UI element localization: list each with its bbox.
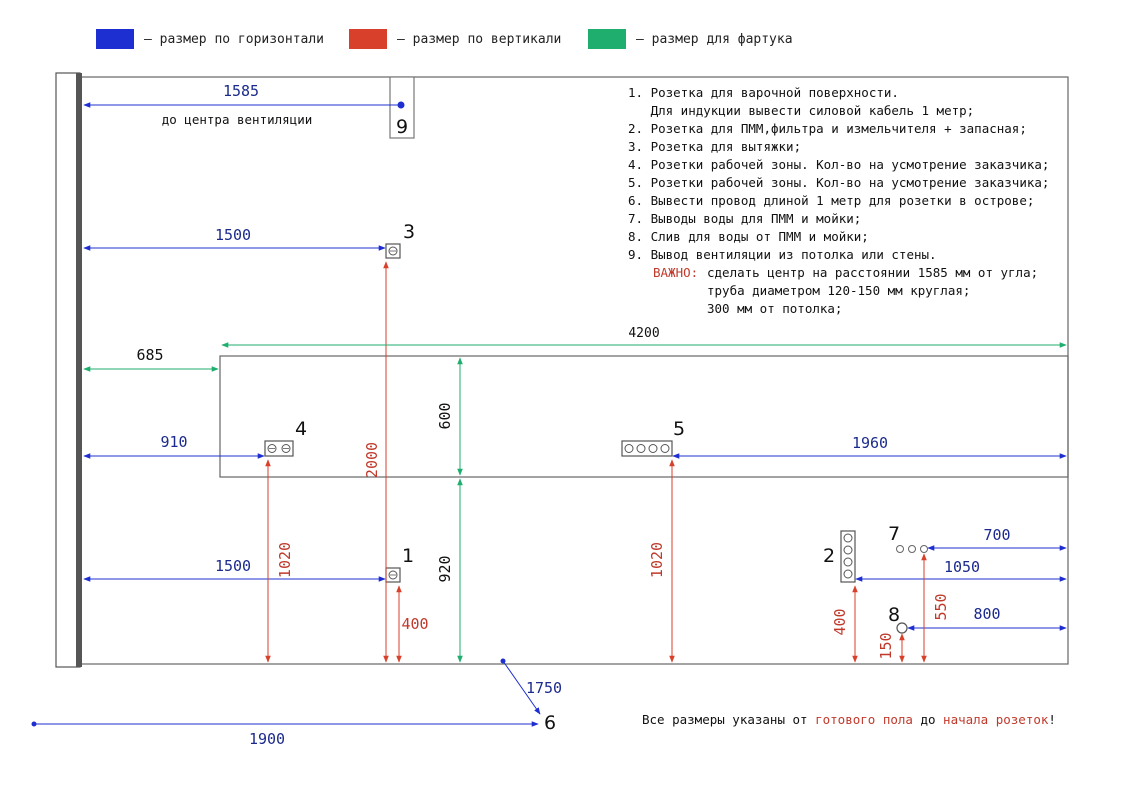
- dot-1900-start: [31, 721, 37, 727]
- legend-label-horizontal: – размер по горизонтали: [144, 32, 325, 47]
- apron-area: [219, 355, 1069, 478]
- marker-6: 6: [544, 712, 556, 734]
- dim-label-1960: 1960: [852, 434, 888, 452]
- water-outlets-7: [896, 545, 928, 553]
- important-line: сделать центр на расстоянии 1585 мм от у…: [707, 265, 1039, 280]
- marker-2: 2: [823, 545, 835, 567]
- important-line: 300 мм от потолка;: [707, 301, 843, 316]
- dim-label-700: 700: [983, 526, 1010, 544]
- legend-label-apron: – размер для фартука: [636, 32, 793, 47]
- marker-7: 7: [888, 523, 900, 545]
- note-line: 3. Розетка для вытяжки;: [628, 139, 802, 154]
- dim-label-4200: 4200: [628, 326, 659, 341]
- outlet-2: [840, 530, 856, 583]
- legend-label-vertical: – размер по вертикали: [397, 32, 562, 47]
- dim-label-2000: 2000: [363, 442, 381, 478]
- marker-8: 8: [888, 604, 900, 626]
- outlet-5: [621, 440, 673, 457]
- footer-note: Все размеры указаны от готового пола до …: [642, 712, 1056, 727]
- dim-label-150: 150: [877, 632, 895, 659]
- marker-3: 3: [403, 221, 415, 243]
- dim-label-400-2: 400: [831, 608, 849, 635]
- footer-text: до: [912, 712, 944, 727]
- marker-5: 5: [673, 418, 685, 440]
- dim-label-600: 600: [436, 402, 454, 429]
- note-line: 5. Розетки рабочей зоны. Кол-во на усмот…: [628, 175, 1050, 190]
- dim-label-685: 685: [136, 346, 163, 364]
- note-line: 1. Розетка для варочной поверхности.: [628, 85, 899, 100]
- vent-center-dot: [397, 101, 405, 109]
- outlet-3: [385, 243, 401, 259]
- dim-label-800: 800: [973, 605, 1000, 623]
- dim-label-1020-mid: 1020: [648, 542, 666, 578]
- dim-label-920: 920: [436, 555, 454, 582]
- dim-label-1900: 1900: [249, 730, 285, 748]
- dim-label-1500-bottom: 1500: [215, 557, 251, 575]
- important-line: труба диаметром 120-150 мм круглая;: [707, 283, 971, 298]
- footer-highlight-outlets: начала розеток: [943, 712, 1049, 727]
- note-line: Для индукции вывести силовой кабель 1 ме…: [628, 103, 975, 118]
- dim-label-550: 550: [932, 593, 950, 620]
- note-line: 8. Слив для воды от ПММ и мойки;: [628, 229, 869, 244]
- dim-label-1585: 1585: [223, 82, 259, 100]
- footer-text: Все размеры указаны от: [642, 712, 816, 727]
- dot-1750-start: [500, 658, 506, 664]
- outlet-1: [385, 567, 401, 583]
- dim-label-400-1: 400: [401, 615, 428, 633]
- important-label: ВАЖНО:: [653, 265, 699, 280]
- dim-label-1020-left: 1020: [276, 542, 294, 578]
- footer-text: !: [1048, 712, 1056, 727]
- dim-label-910: 910: [160, 433, 187, 451]
- dim-line-1750: [502, 660, 541, 715]
- dim-label-1750: 1750: [526, 679, 562, 697]
- note-line: 9. Вывод вентиляции из потолка или стены…: [628, 247, 937, 262]
- legend-swatch-apron: [588, 29, 626, 49]
- marker-4: 4: [295, 418, 307, 440]
- footer-highlight-floor: готового пола: [815, 712, 913, 727]
- note-line: 4. Розетки рабочей зоны. Кол-во на усмот…: [628, 157, 1050, 172]
- vent-caption: до центра вентиляции: [162, 112, 313, 127]
- note-line: 2. Розетка для ПММ,фильтра и измельчител…: [628, 121, 1027, 136]
- dim-label-1500-top: 1500: [215, 226, 251, 244]
- note-line: 6. Вывести провод длиной 1 метр для розе…: [628, 193, 1035, 208]
- marker-9: 9: [396, 116, 408, 138]
- outlet-4: [264, 440, 294, 457]
- legend-swatch-vertical: [349, 29, 387, 49]
- marker-1: 1: [402, 545, 414, 567]
- note-line: 7. Выводы воды для ПММ и мойки;: [628, 211, 862, 226]
- dim-label-1050: 1050: [944, 558, 980, 576]
- corner-wall-edge: [76, 73, 82, 667]
- drain-8: [896, 622, 908, 634]
- legend-swatch-horizontal: [96, 29, 134, 49]
